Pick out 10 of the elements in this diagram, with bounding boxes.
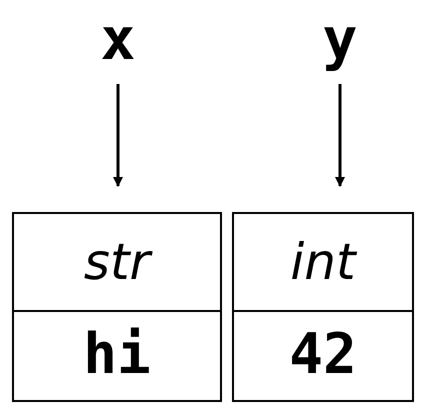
arrow: [335, 84, 345, 187]
value-box: [12, 212, 222, 402]
value-box: [232, 212, 414, 402]
value-text: hi: [82, 321, 152, 389]
arrow: [113, 84, 123, 187]
type-name: int: [234, 214, 412, 312]
value-text: 42: [288, 321, 358, 389]
type-name: str: [14, 214, 220, 312]
variable-name: x: [88, 8, 148, 70]
variable-name: y: [310, 8, 370, 70]
